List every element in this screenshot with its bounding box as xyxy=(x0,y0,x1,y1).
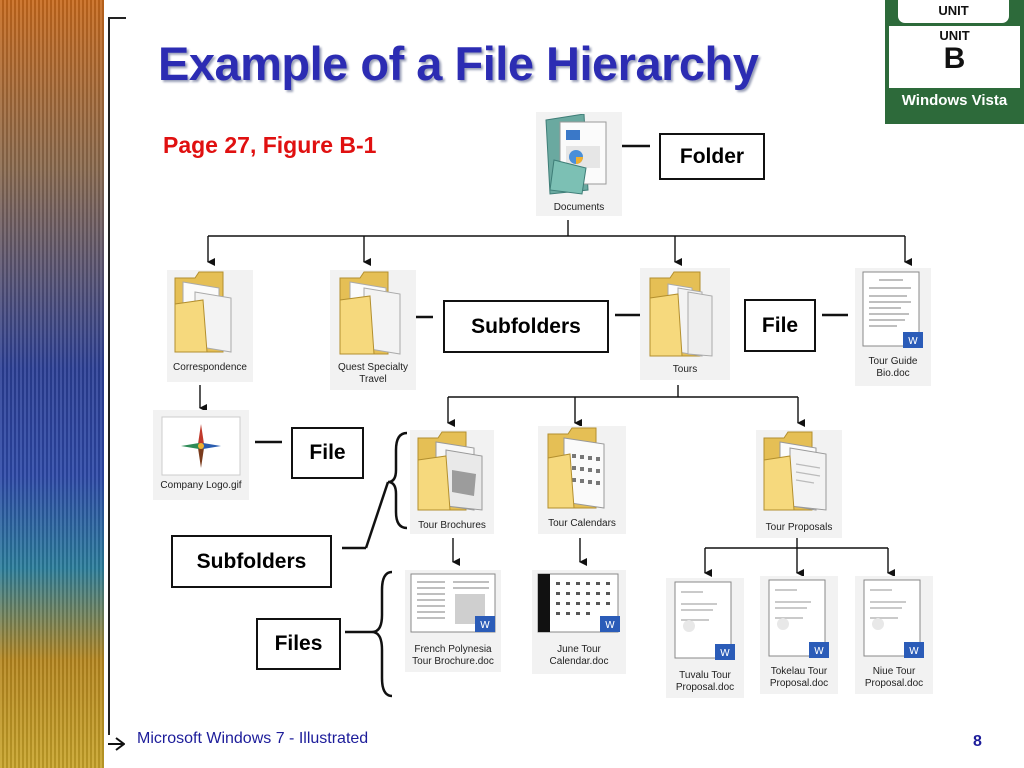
word-document-icon: W xyxy=(861,270,925,352)
node-tour-guide-label-line2: Bio.doc xyxy=(855,368,931,380)
node-tours-label: Tours xyxy=(640,364,730,376)
svg-text:W: W xyxy=(480,620,490,631)
label-file-left: File xyxy=(291,427,364,479)
node-tuvalu-proposal: W Tuvalu Tour Proposal.doc xyxy=(666,578,744,698)
node-french-polynesia-brochure: W French Polynesia Tour Brochure.doc xyxy=(405,570,501,672)
image-thumbnail-icon xyxy=(161,416,241,476)
folder-icon xyxy=(648,270,722,358)
node-tuvalu-label-line2: Proposal.doc xyxy=(666,682,744,694)
svg-text:W: W xyxy=(909,646,919,657)
footer-text: Microsoft Windows 7 - Illustrated xyxy=(137,730,368,748)
word-document-icon: W xyxy=(409,572,499,638)
node-tour-calendars-label: Tour Calendars xyxy=(538,518,626,530)
node-correspondence: Correspondence xyxy=(167,270,253,382)
node-quest-label-line2: Travel xyxy=(330,374,416,386)
footer-arrow-icon xyxy=(107,737,125,751)
node-tokelau-label-line2: Proposal.doc xyxy=(760,678,838,690)
node-correspondence-label: Correspondence xyxy=(167,362,253,374)
word-document-icon: W xyxy=(673,580,737,664)
svg-text:W: W xyxy=(720,648,730,659)
node-tour-proposals: Tour Proposals xyxy=(756,430,842,538)
node-june-tour-calendar: W June Tour Calendar.doc xyxy=(532,570,626,674)
node-tuvalu-label-line1: Tuvalu Tour xyxy=(666,670,744,682)
node-june-label-line2: Calendar.doc xyxy=(532,656,626,668)
node-company-logo: Company Logo.gif xyxy=(153,410,249,500)
node-quest-label-line1: Quest Specialty xyxy=(330,362,416,374)
node-tour-proposals-label: Tour Proposals xyxy=(756,522,842,534)
label-subfolders-top: Subfolders xyxy=(443,300,609,353)
libraries-icon xyxy=(542,114,614,196)
folder-icon xyxy=(416,430,488,512)
node-documents-label: Documents xyxy=(536,202,622,214)
node-june-label-line1: June Tour xyxy=(532,644,626,656)
word-document-icon: W xyxy=(536,572,622,638)
node-quest-specialty-travel: Quest Specialty Travel xyxy=(330,270,416,390)
node-tour-calendars: Tour Calendars xyxy=(538,426,626,534)
node-company-logo-label: Company Logo.gif xyxy=(153,480,249,492)
node-tour-guide-label-line1: Tour Guide xyxy=(855,356,931,368)
word-document-icon: W xyxy=(862,578,926,662)
node-niue-label-line2: Proposal.doc xyxy=(855,678,933,690)
svg-text:W: W xyxy=(605,620,615,631)
folder-icon xyxy=(173,270,245,354)
label-files: Files xyxy=(256,618,341,670)
svg-text:W: W xyxy=(908,336,918,347)
word-document-icon: W xyxy=(767,578,831,662)
node-tokelau-label-line1: Tokelau Tour xyxy=(760,666,838,678)
node-niue-proposal: W Niue Tour Proposal.doc xyxy=(855,576,933,694)
node-tokelau-proposal: W Tokelau Tour Proposal.doc xyxy=(760,576,838,694)
page-number: 8 xyxy=(973,733,982,751)
node-tour-brochures: Tour Brochures xyxy=(410,430,494,534)
node-tours: Tours xyxy=(640,268,730,380)
node-documents: Documents xyxy=(536,112,622,216)
node-french-label-line1: French Polynesia xyxy=(405,644,501,656)
node-tour-brochures-label: Tour Brochures xyxy=(410,520,494,532)
node-tour-guide-bio: W Tour Guide Bio.doc xyxy=(855,268,931,386)
folder-icon xyxy=(338,270,410,356)
label-file-top: File xyxy=(744,299,816,352)
svg-text:W: W xyxy=(814,646,824,657)
folder-icon xyxy=(546,426,618,510)
node-french-label-line2: Tour Brochure.doc xyxy=(405,656,501,668)
label-subfolders-bottom: Subfolders xyxy=(171,535,332,588)
folder-icon xyxy=(762,430,834,514)
label-folder: Folder xyxy=(659,133,765,180)
node-niue-label-line1: Niue Tour xyxy=(855,666,933,678)
